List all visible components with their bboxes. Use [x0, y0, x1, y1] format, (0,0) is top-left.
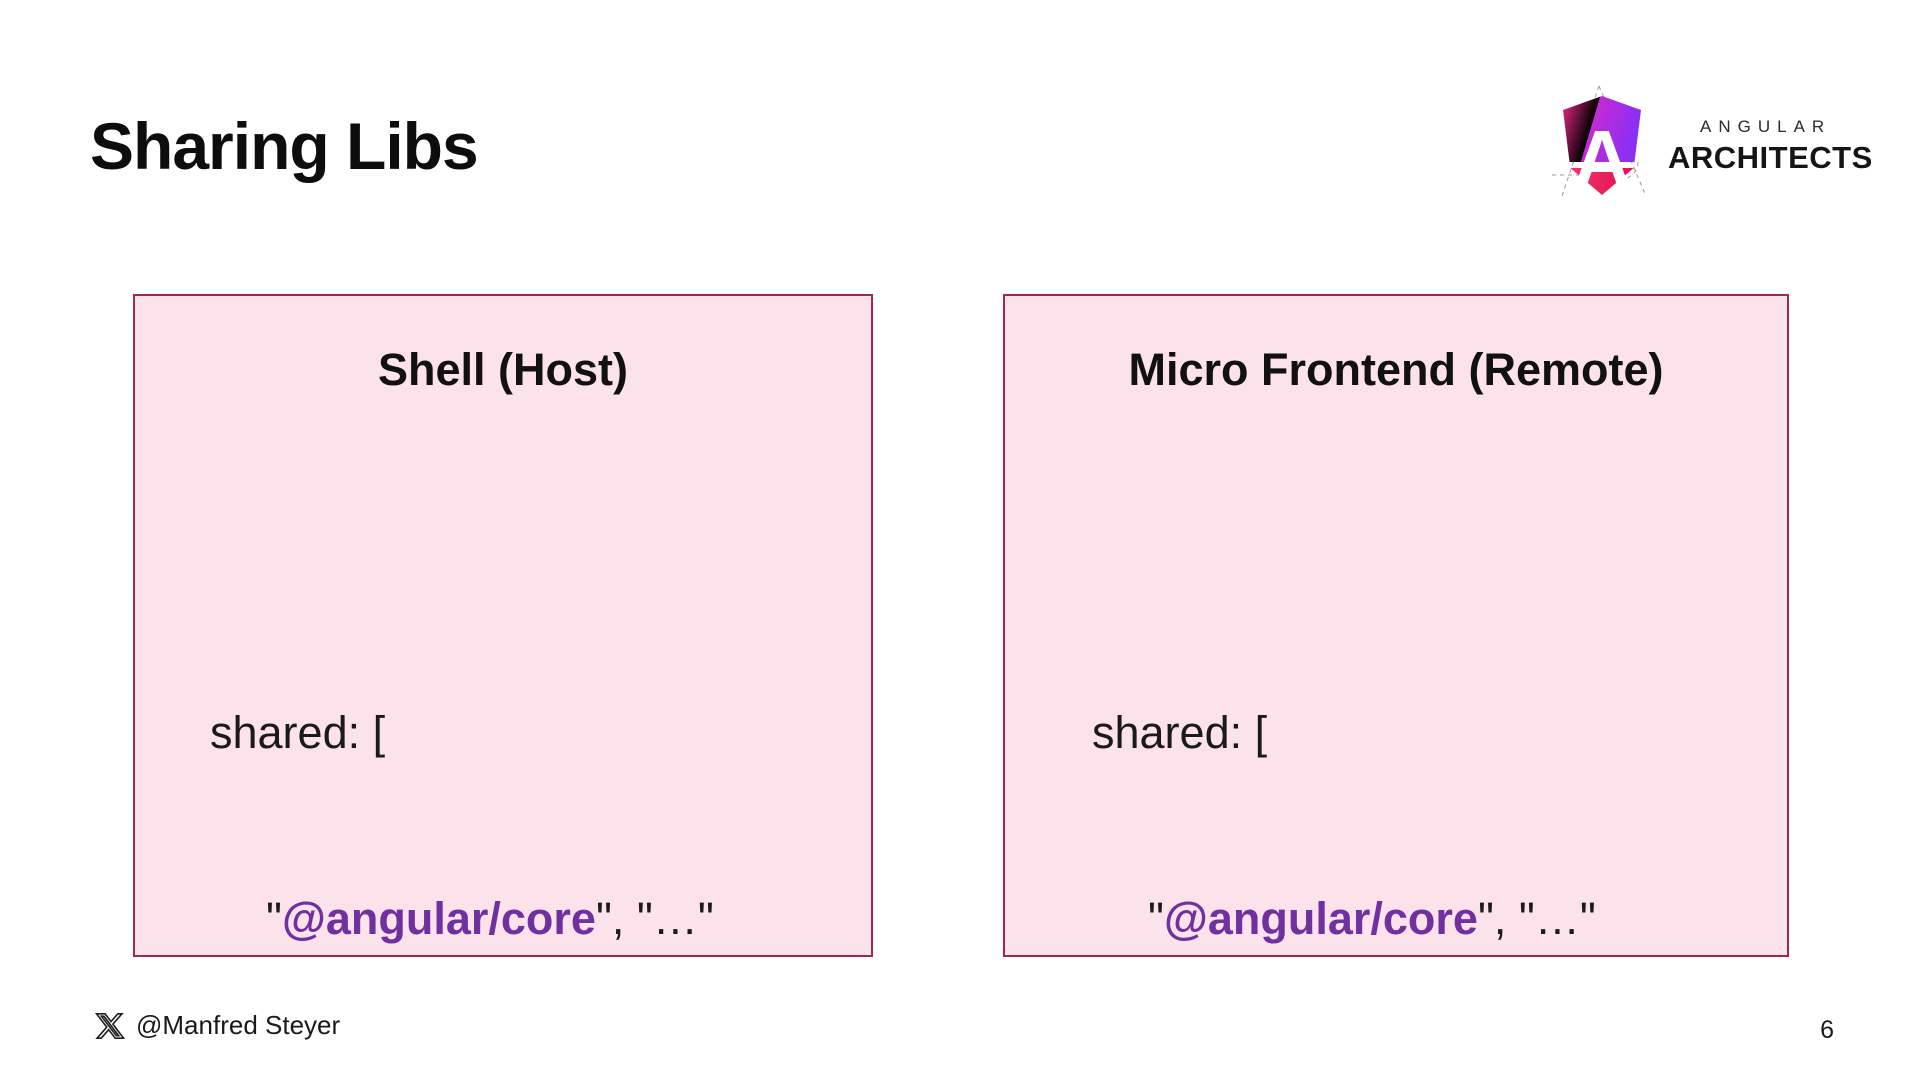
social-handle: @Manfred Steyer	[136, 1010, 341, 1040]
code-open-quote: "	[266, 893, 282, 944]
code-line-close-bracket: ]	[210, 1074, 714, 1080]
code-line-libraries: "@angular/core", "…"	[210, 888, 714, 950]
page-title: Sharing Libs	[90, 109, 479, 183]
code-library-name: @angular/core	[1163, 893, 1478, 944]
brand-name-angular: ANGULAR	[1700, 116, 1832, 136]
code-line-close-bracket: ]	[1092, 1074, 1596, 1080]
panel-micro-frontend-remote: Micro Frontend (Remote) shared: [ "@angu…	[1003, 294, 1789, 1080]
code-rest: ", "…"	[1477, 893, 1596, 944]
footer-social: @Manfred Steyer	[95, 1010, 340, 1041]
code-snippet-shell: shared: [ "@angular/core", "…" ]	[210, 578, 714, 1080]
brand-logo: A ANGULAR ARCHITECTS	[1552, 82, 1873, 204]
code-open-quote: "	[1148, 893, 1164, 944]
code-line-shared-open: shared: [	[210, 707, 386, 758]
svg-text:A: A	[1573, 114, 1631, 203]
page-number: 6	[1820, 1016, 1834, 1044]
code-snippet-remote: shared: [ "@angular/core", "…" ]	[1092, 578, 1596, 1080]
panel-title-shell-host: Shell (Host)	[377, 344, 628, 395]
code-rest: ", "…"	[595, 893, 714, 944]
x-twitter-icon	[95, 1012, 125, 1039]
code-line-shared-open: shared: [	[1092, 707, 1268, 758]
code-line-libraries: "@angular/core", "…"	[1092, 888, 1596, 950]
code-library-name: @angular/core	[281, 893, 596, 944]
angular-architects-shield-icon: A	[1552, 85, 1647, 203]
panel-title-micro-frontend: Micro Frontend (Remote)	[1128, 344, 1664, 395]
panel-shell-host: Shell (Host) shared: [ "@angular/core", …	[133, 294, 873, 1080]
brand-name-architects: ARCHITECTS	[1668, 139, 1873, 175]
brand-logo-text: ANGULAR ARCHITECTS	[1668, 117, 1873, 176]
